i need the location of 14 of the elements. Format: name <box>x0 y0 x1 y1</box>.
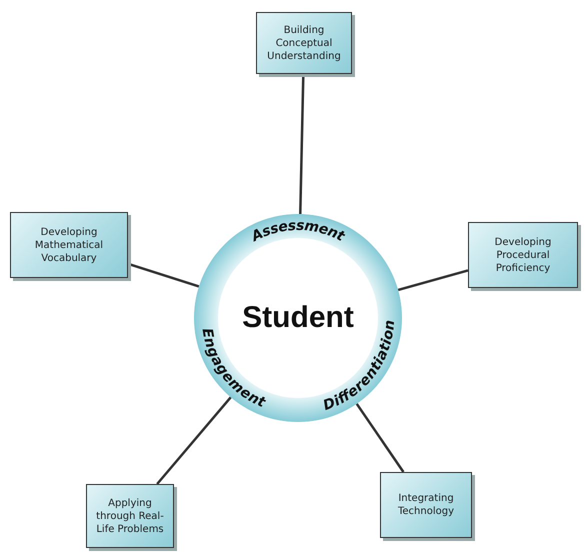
box-label: Integrating Technology <box>396 492 455 518</box>
topic-box <box>468 222 578 288</box>
box-label: Developing Mathematical Vocabulary <box>34 226 104 264</box>
box-label: Applying through Real-Life Problems <box>95 496 165 536</box>
topic-box <box>10 212 128 278</box>
box-label: Building Conceptual Understanding <box>266 24 342 62</box>
topic-box <box>256 12 352 74</box>
connector-line <box>356 403 404 473</box>
box-label: Developing Procedural Proficiency <box>494 236 552 274</box>
topic-box <box>380 472 472 538</box>
connector-line <box>156 396 232 485</box>
connector-line <box>398 269 468 292</box>
ring-label: Assessment <box>249 218 347 245</box>
topic-box <box>86 484 174 548</box>
